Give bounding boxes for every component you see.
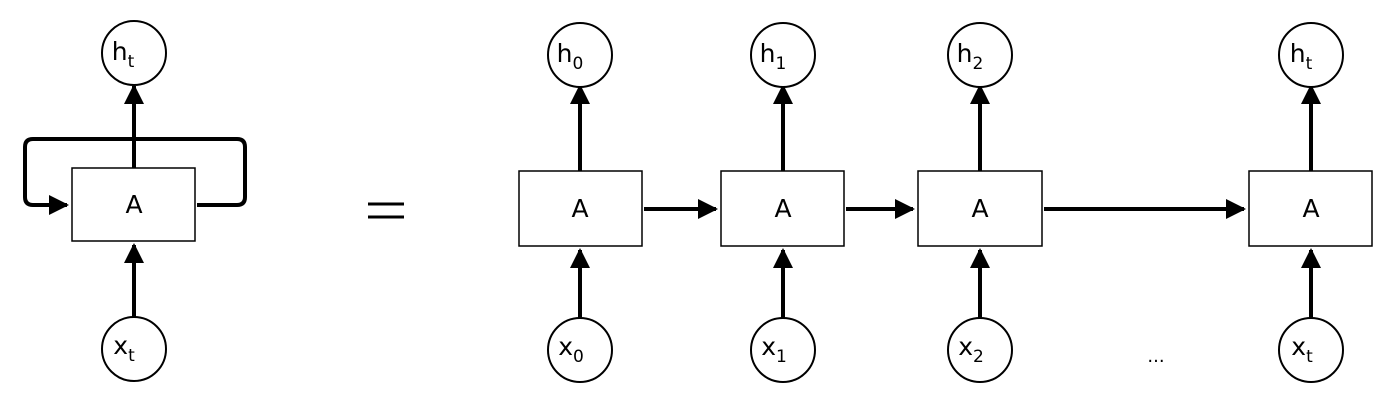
input-node-label: xt — [113, 331, 135, 366]
output-node — [750, 22, 816, 88]
cell-label: A — [971, 194, 988, 223]
cell-box — [1248, 170, 1373, 247]
input-node-label: x1 — [761, 332, 787, 367]
unrolled-cell-2: A h2 x2 — [917, 22, 1043, 383]
equals-sign — [368, 202, 404, 219]
output-node — [547, 22, 613, 88]
cell-box — [518, 170, 643, 247]
output-node-label: ht — [1290, 39, 1313, 74]
input-node — [101, 316, 167, 382]
unrolled-cell-t: A ht xt — [1248, 22, 1373, 383]
input-node — [750, 317, 816, 383]
cell-box — [720, 170, 845, 247]
unrolled-cell-1: A h1 x1 — [720, 22, 845, 383]
output-node — [101, 20, 167, 86]
input-node-label: x2 — [958, 332, 984, 367]
output-node-label: h1 — [760, 39, 787, 74]
cell-box — [71, 167, 196, 242]
output-node-label: h2 — [957, 39, 984, 74]
ellipsis: ... — [1147, 346, 1164, 367]
cell-box — [917, 170, 1043, 247]
output-node — [947, 22, 1013, 88]
input-node-label: xt — [1291, 332, 1313, 367]
cell-label: A — [125, 190, 142, 219]
cell-label: A — [774, 194, 791, 223]
unrolled-cell-0: A h0 x0 — [518, 22, 643, 383]
rolled-rnn: A ht xt — [23, 20, 247, 382]
input-node — [547, 317, 613, 383]
output-node — [1278, 22, 1344, 88]
output-node-label: h0 — [557, 39, 584, 74]
output-node-label: ht — [112, 37, 135, 72]
cell-label: A — [571, 194, 588, 223]
input-node — [947, 317, 1013, 383]
input-node-label: x0 — [558, 332, 584, 367]
input-node — [1278, 317, 1344, 383]
cell-label: A — [1302, 194, 1319, 223]
unrolled-rnn: A h0 x0 A h1 x1 — [518, 22, 1373, 383]
